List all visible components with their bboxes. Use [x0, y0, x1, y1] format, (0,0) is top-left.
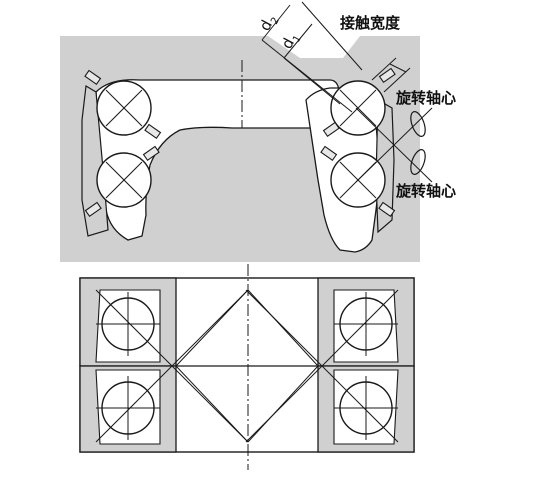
contact-line-lower	[355, 107, 433, 183]
label-d1-sub: 1	[291, 34, 304, 45]
top-section: 接触宽度 旋转轴心 旋转轴心 d 2 d 1	[60, 1, 456, 262]
label-rotation-axis-upper: 旋转轴心	[395, 89, 456, 107]
ball-top-left-upper	[96, 80, 152, 136]
dim-d1-line	[283, 57, 341, 105]
bottom-section	[79, 264, 415, 470]
dim-d2-ext	[261, 4, 291, 41]
label-rotation-axis-lower: 旋转轴心	[395, 182, 456, 200]
rotation-ellipse-upper	[410, 111, 426, 137]
ball-top-right-upper	[330, 80, 386, 136]
contact-width-arrow	[389, 63, 407, 73]
rotation-ellipse-lower	[410, 149, 426, 175]
dim-d2-line	[261, 39, 353, 113]
ball-centre-lines	[96, 292, 398, 440]
seal-tabs	[84, 67, 396, 218]
label-d2-sub: 2	[269, 16, 282, 27]
contact-angle-lines	[95, 289, 399, 443]
ball-top-left-lower	[96, 152, 152, 208]
label-d2: d 2	[256, 16, 282, 34]
dim-d2-ext2	[301, 1, 363, 71]
contact-width-ext-left	[371, 57, 397, 81]
label-contact-width: 接触宽度	[340, 14, 401, 32]
dim-d1-ext	[283, 23, 313, 59]
